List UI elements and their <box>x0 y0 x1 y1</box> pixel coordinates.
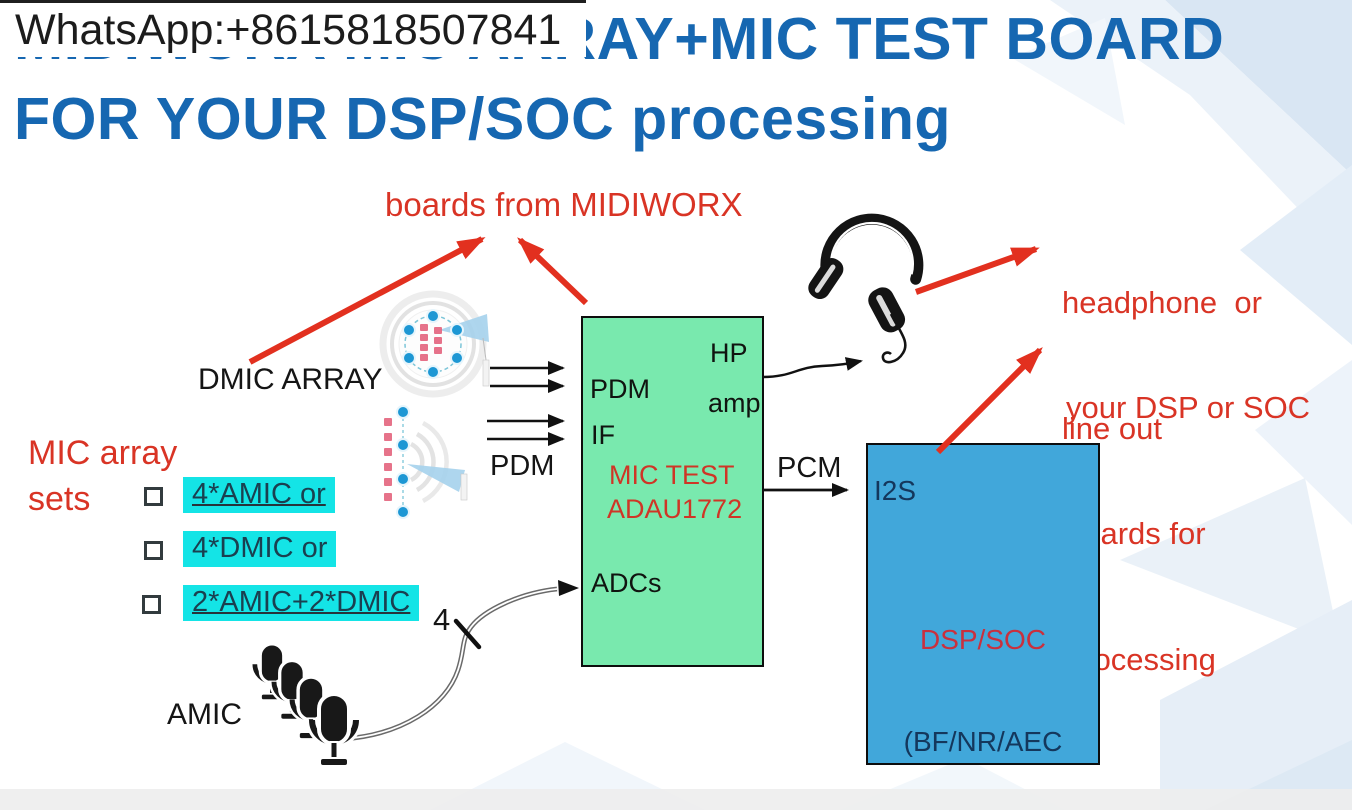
mic-test-board-box: PDM IF HP amp MIC TEST ADAU1772 ADCs <box>581 316 764 667</box>
bullet-square-icon <box>144 541 163 560</box>
list-item-4-dmic: 4*DMIC or <box>183 531 337 567</box>
whatsapp-contact-banner: WhatsApp:+8615818507841 <box>0 0 586 57</box>
boards-from-midiworx-note: boards from MIDIWORX <box>385 186 743 223</box>
headphone-note-line1: headphone or <box>1062 285 1262 320</box>
dsp-note-line2: boards for <box>1066 516 1206 551</box>
blue-box-text: DSP/SOC (BF/NR/AEC /FBC, etc.) <box>868 555 1098 810</box>
mic-array-sets-line1: MIC array <box>28 434 178 472</box>
blue-box-i2s-port: I2S <box>874 475 917 506</box>
page-title-line2: FOR YOUR DSP/SOC processing <box>14 86 951 152</box>
headphone-line-out-note: headphone or line out <box>1062 198 1262 534</box>
green-box-if-port: IF <box>591 420 615 450</box>
dsp-soc-box: I2S DSP/SOC (BF/NR/AEC /FBC, etc.) <box>866 443 1100 765</box>
pcm-bus-label: PCM <box>777 452 842 484</box>
mic-array-sets-line2: sets <box>28 480 91 518</box>
list-item-2amic-2dmic: 2*AMIC+2*DMIC <box>183 585 420 621</box>
blue-box-sub-line1: (BF/NR/AEC <box>903 726 1063 757</box>
dsp-soc-boards-note: your DSP or SOC boards for processing <box>1066 303 1310 765</box>
list-item-4-amic: 4*AMIC or <box>183 477 335 513</box>
mic-array-sets-heading: MIC array sets <box>28 430 177 522</box>
bus-width-label: 4 <box>433 602 451 637</box>
whatsapp-number: WhatsApp:+8615818507841 <box>15 5 562 54</box>
green-box-adcs-port: ADCs <box>591 568 662 598</box>
pdm-bus-label: PDM <box>490 450 555 482</box>
dmic-array-label: DMIC ARRAY <box>198 363 383 396</box>
dsp-note-line1: your DSP or SOC <box>1066 390 1311 425</box>
green-box-pdm-port: PDM <box>590 374 650 404</box>
dsp-note-line3: processing <box>1066 642 1216 677</box>
amic-label: AMIC <box>167 698 242 731</box>
blue-box-title: DSP/SOC <box>919 624 1047 655</box>
green-box-hp-port: HP <box>710 338 748 368</box>
bullet-square-icon <box>144 487 163 506</box>
green-box-title-line2: ADAU1772 <box>607 494 743 524</box>
green-box-title-line1: MIC TEST <box>609 460 735 490</box>
green-box-amp-label: amp <box>708 388 761 418</box>
bullet-square-icon <box>142 595 161 614</box>
headphone-note-line2: line out <box>1062 411 1162 446</box>
